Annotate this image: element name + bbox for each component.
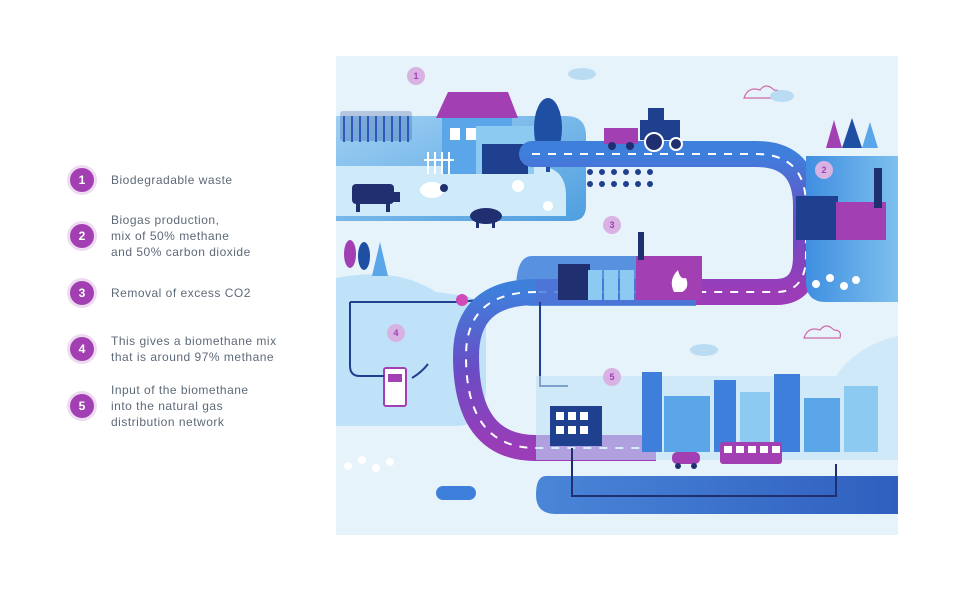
- tree-icon: [344, 240, 388, 276]
- step-badge-3: 3: [70, 281, 94, 305]
- biogas-process-illustration: 1 2 3 4 5: [336, 56, 898, 535]
- sheep-icon: [420, 182, 448, 198]
- fence-icon: [424, 152, 454, 174]
- city-buildings-icon: [642, 372, 878, 452]
- pipe-line: [349, 302, 384, 377]
- cloud-icon: [770, 90, 794, 102]
- cloud-icon: [690, 344, 718, 356]
- step-badge-1: 1: [70, 168, 94, 192]
- chicken-icon: [512, 180, 553, 211]
- step-marker-3: 3: [603, 216, 621, 234]
- farm-field: [336, 166, 566, 216]
- step-badge-2: 2: [70, 224, 94, 248]
- illustration-svg: 1 2 3 4 5: [336, 56, 898, 535]
- factory-icon: [796, 168, 886, 240]
- bus-icon: [720, 442, 782, 464]
- step-marker-4: 4: [387, 324, 405, 342]
- refuel-land: [336, 274, 486, 426]
- road-markings: [464, 291, 656, 449]
- step-marker-1: 1: [407, 67, 425, 85]
- gas-station-building-icon: [550, 406, 602, 446]
- pipe-valve-icon: [456, 294, 468, 306]
- legend-text-2: Biogas production, mix of 50% methane an…: [111, 213, 251, 259]
- car-icon: [672, 452, 700, 469]
- cloud-icon: [803, 325, 841, 339]
- step-badge-4: 4: [70, 337, 94, 361]
- svg-text:3: 3: [609, 220, 614, 230]
- legend-text-4: This gives a biomethane mix that is arou…: [111, 334, 277, 364]
- wheat-field-icon: [340, 111, 412, 142]
- svg-text:2: 2: [821, 165, 826, 175]
- fuel-pump-icon: [383, 363, 429, 407]
- legend-text-5: Input of the biomethane into the natural…: [111, 383, 249, 429]
- processing-plant-icon: [558, 232, 702, 300]
- svg-text:1: 1: [413, 71, 418, 81]
- legend: 1 Biodegradable waste 2 Biogas productio…: [0, 0, 320, 590]
- svg-text:4: 4: [393, 328, 398, 338]
- puddle-shape: [436, 486, 476, 500]
- flowers-icon: [812, 274, 860, 290]
- crops-icon: [587, 169, 653, 187]
- cow-icon: [352, 184, 400, 212]
- flame-icon: [671, 270, 688, 292]
- legend-text-1: Biodegradable waste: [111, 173, 233, 187]
- step-marker-5: 5: [603, 368, 621, 386]
- flowers-icon: [344, 456, 394, 472]
- tractor-icon: [604, 108, 683, 152]
- pipe-line: [571, 448, 837, 497]
- step-marker-2: 2: [815, 161, 833, 179]
- step-badge-5: 5: [70, 394, 94, 418]
- tree-icon: [826, 118, 878, 148]
- cloud-icon: [568, 68, 596, 80]
- farmhouse-icon: [436, 92, 534, 174]
- svg-text:5: 5: [609, 372, 614, 382]
- legend-text-3: Removal of excess CO2: [111, 286, 251, 300]
- pig-icon: [470, 208, 502, 228]
